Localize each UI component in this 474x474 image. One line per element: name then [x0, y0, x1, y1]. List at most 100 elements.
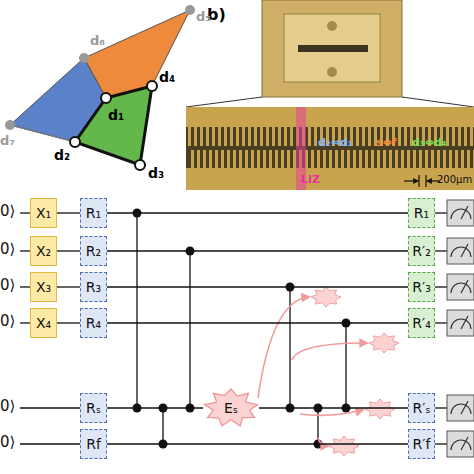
meter-arc [451, 404, 471, 414]
meter-needle [461, 206, 468, 219]
electrode-finger [467, 150, 470, 168]
gate-box: R₄ [80, 308, 107, 338]
outer-vertex [79, 53, 89, 63]
inset-background [186, 107, 474, 190]
data-vertex [70, 137, 80, 147]
trap-inset [186, 107, 474, 190]
qubit-wire [435, 212, 447, 213]
electrode-finger [203, 150, 206, 168]
meter-needle [461, 280, 468, 293]
electrode-finger [200, 127, 203, 146]
electrode-finger [266, 127, 269, 146]
zoom-line [186, 97, 262, 107]
error-burst [329, 436, 359, 456]
electrode-bar [186, 168, 474, 190]
electrode-finger [329, 150, 332, 168]
electrode-finger [356, 127, 359, 146]
ket-label: 0⟩ [0, 434, 15, 451]
electrode-finger [245, 150, 248, 168]
vertex-label: d₆ [90, 34, 105, 48]
orange-face [84, 10, 190, 98]
gate-label: R₄ [86, 315, 101, 331]
ket-label: 0⟩ [0, 277, 15, 294]
gate-label: Rf [86, 436, 101, 452]
electrode-finger [425, 150, 428, 168]
ket-label: 0⟩ [0, 241, 15, 258]
error-burst [365, 399, 395, 419]
electrode-finger [212, 127, 215, 146]
vertex-label: d₇ [0, 134, 15, 148]
qubit-wire [20, 322, 30, 323]
electrode-finger [278, 127, 281, 146]
chip-die [284, 14, 380, 82]
meter-arc [451, 283, 471, 293]
electrode-finger [443, 150, 446, 168]
gate-box: R₁ [80, 198, 107, 228]
electrode-finger [284, 127, 287, 146]
qubit-wire [57, 286, 80, 287]
qubit-wire [57, 322, 80, 323]
gate-box: R₁ [408, 198, 435, 228]
gate-box: R′ₛ [408, 393, 435, 423]
meter-arc [451, 319, 471, 329]
scale-arrow [404, 180, 418, 181]
qubit-wire [435, 250, 447, 251]
photo-annotation: LIZ [301, 174, 320, 186]
gate-label: X₁ [36, 205, 51, 221]
gate-label: R′ₛ [412, 400, 430, 416]
electrode-finger [317, 150, 320, 168]
electrode-finger [197, 150, 200, 168]
electrode-finger [398, 127, 401, 146]
gate-box: R₂ [80, 236, 107, 266]
electrode-finger [236, 127, 239, 146]
surface-mesh [5, 5, 195, 170]
electrode-finger [224, 127, 227, 146]
qubit-wire [20, 250, 30, 251]
photo-annotation: d₂⇔d₁ [318, 137, 353, 149]
vertex-label: d₃ [148, 166, 164, 181]
meter-needle [461, 244, 468, 257]
chip-board [262, 0, 402, 97]
electrode-finger [311, 150, 314, 168]
qubit-wire [107, 443, 408, 444]
electrode-finger [269, 150, 272, 168]
error-burst [369, 333, 399, 353]
electrode-finger [470, 127, 473, 146]
mesh-edge [10, 125, 75, 142]
electrode-finger [452, 127, 455, 146]
electrode-finger [215, 150, 218, 168]
electrode-finger [287, 150, 290, 168]
qubit-wire [435, 322, 447, 323]
electrode-finger [377, 150, 380, 168]
measurement-box [447, 238, 474, 264]
error-propagation-arrow [318, 438, 328, 446]
photo-annotation: 200μm [437, 174, 472, 185]
gate-box: R′f [408, 429, 435, 459]
cz-line [162, 408, 163, 444]
qubit-wire [435, 286, 447, 287]
electrode-finger [290, 127, 293, 146]
electrode-finger [404, 127, 407, 146]
error-propagation-arrow [258, 297, 309, 398]
vertex-label: d₁ [108, 108, 124, 123]
electrode-finger [218, 127, 221, 146]
electrode-finger [251, 150, 254, 168]
electrode-finger [293, 150, 296, 168]
electrode-finger [458, 127, 461, 146]
electrode-finger [371, 150, 374, 168]
electrode-finger [389, 150, 392, 168]
meter-arc [451, 247, 471, 257]
meter-arc [451, 209, 471, 219]
electrode-finger [341, 150, 344, 168]
measurement-box [447, 431, 474, 457]
electrode-finger [188, 127, 191, 146]
burst-shape [204, 389, 257, 426]
gate-box: X₁ [30, 198, 57, 228]
outer-vertex [5, 120, 15, 130]
electrode-finger [431, 150, 434, 168]
electrode-finger [413, 150, 416, 168]
qubit-wire [107, 212, 408, 213]
electrode-finger [395, 150, 398, 168]
data-vertex [101, 93, 111, 103]
